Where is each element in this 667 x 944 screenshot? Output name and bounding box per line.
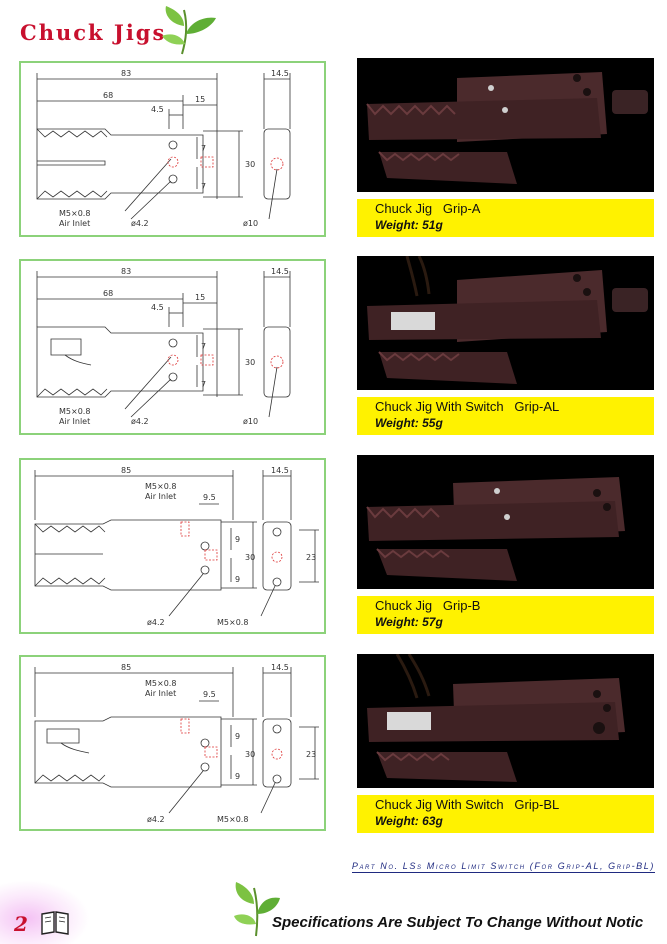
dim-d3: 7	[201, 342, 206, 351]
dim-height: 30	[245, 750, 255, 759]
dim-d1: 4.5	[151, 105, 164, 114]
dim-d2: 15	[195, 293, 205, 302]
dim-width: 14.5	[271, 466, 289, 475]
dim-tip: 68	[103, 91, 113, 100]
dim-bore: ø10	[243, 417, 258, 426]
caption-grip-al: Chuck Jig With Switch Grip-AL Weight: 55…	[357, 397, 654, 435]
product-photo-grip-b	[357, 455, 654, 589]
product-name: Chuck Jig Grip-B	[375, 598, 481, 613]
product-weight: Weight: 57g	[375, 615, 443, 629]
dim-height: 30	[245, 553, 255, 562]
dim-overall: 85	[121, 466, 131, 475]
dim-thread-bottom: M5×0.8	[217, 618, 248, 627]
product-name: Chuck Jig With Switch Grip-AL	[375, 399, 560, 414]
leaf-icon	[234, 882, 280, 937]
dim-height: 30	[245, 160, 255, 169]
product-weight: Weight: 55g	[375, 416, 443, 430]
dim-hole: ø4.2	[147, 815, 165, 824]
dim-height2: 23	[306, 750, 316, 759]
dim-inlet: Air Inlet	[145, 492, 176, 501]
dim-overall: 83	[121, 267, 131, 276]
drawing-panel-grip-a: 83 14.5 68 4.5 15 7 7 30 M5×0.8 Air Inle…	[19, 61, 326, 237]
dim-d2: 15	[195, 95, 205, 104]
product-name: Chuck Jig Grip-A	[375, 201, 481, 216]
dim-width: 14.5	[271, 663, 289, 672]
dim-thread-bottom: M5×0.8	[217, 815, 248, 824]
footer-notice: Specifications Are Subject To Change Wit…	[272, 914, 644, 931]
dim-tip: 68	[103, 289, 113, 298]
product-photo-grip-al	[357, 256, 654, 390]
dim-width: 14.5	[271, 267, 289, 276]
dim-d2: 9	[235, 535, 240, 544]
dim-d4: 7	[201, 380, 206, 389]
dim-d4: 7	[201, 182, 206, 191]
dim-width: 14.5	[271, 69, 289, 78]
dim-inlet: Air Inlet	[59, 417, 90, 426]
dim-d1: 9.5	[203, 690, 216, 699]
product-weight: Weight: 51g	[375, 218, 443, 232]
drawing-panel-grip-al: 83 14.5 68 4.5 15 7 7 30 M5×0.8 Air Inle…	[19, 259, 326, 435]
caption-grip-bl: Chuck Jig With Switch Grip-BL Weight: 63…	[357, 795, 654, 833]
part-number-note: Part No. LSs Micro Limit Switch (For Gri…	[351, 861, 655, 873]
dim-height2: 23	[306, 553, 316, 562]
page-title: Chuck Jigs	[20, 20, 167, 45]
product-photo-grip-bl	[357, 654, 654, 788]
dim-d1: 4.5	[151, 303, 164, 312]
dim-hole: ø4.2	[131, 219, 149, 228]
dim-inlet: Air Inlet	[59, 219, 90, 228]
dim-d3: 9	[235, 772, 240, 781]
dim-hole: ø4.2	[131, 417, 149, 426]
product-name: Chuck Jig With Switch Grip-BL	[375, 797, 560, 812]
dim-d2: 9	[235, 732, 240, 741]
dim-thread: M5×0.8	[59, 209, 90, 218]
dim-overall: 85	[121, 663, 131, 672]
leaf-icon	[162, 6, 216, 55]
dim-hole: ø4.2	[147, 618, 165, 627]
dim-d3: 9	[235, 575, 240, 584]
dim-d1: 9.5	[203, 493, 216, 502]
dim-inlet: Air Inlet	[145, 689, 176, 698]
dim-thread: M5×0.8	[59, 407, 90, 416]
dim-bore: ø10	[243, 219, 258, 228]
dim-thread-top: M5×0.8	[145, 679, 176, 688]
dim-height: 30	[245, 358, 255, 367]
page-number: 2	[14, 912, 28, 936]
caption-grip-a: Chuck Jig Grip-A Weight: 51g	[357, 199, 654, 237]
product-photo-grip-a	[357, 58, 654, 192]
drawing-panel-grip-bl: 85 14.5 M5×0.8 Air Inlet 9.5 9 9 30 23 ø…	[19, 655, 326, 831]
dim-thread-top: M5×0.8	[145, 482, 176, 491]
product-weight: Weight: 63g	[375, 814, 443, 828]
caption-grip-b: Chuck Jig Grip-B Weight: 57g	[357, 596, 654, 634]
open-book-icon	[41, 911, 69, 935]
dim-d3: 7	[201, 144, 206, 153]
drawing-panel-grip-b: 85 14.5 M5×0.8 Air Inlet 9.5 9 9 30 23 ø…	[19, 458, 326, 634]
dim-overall: 83	[121, 69, 131, 78]
